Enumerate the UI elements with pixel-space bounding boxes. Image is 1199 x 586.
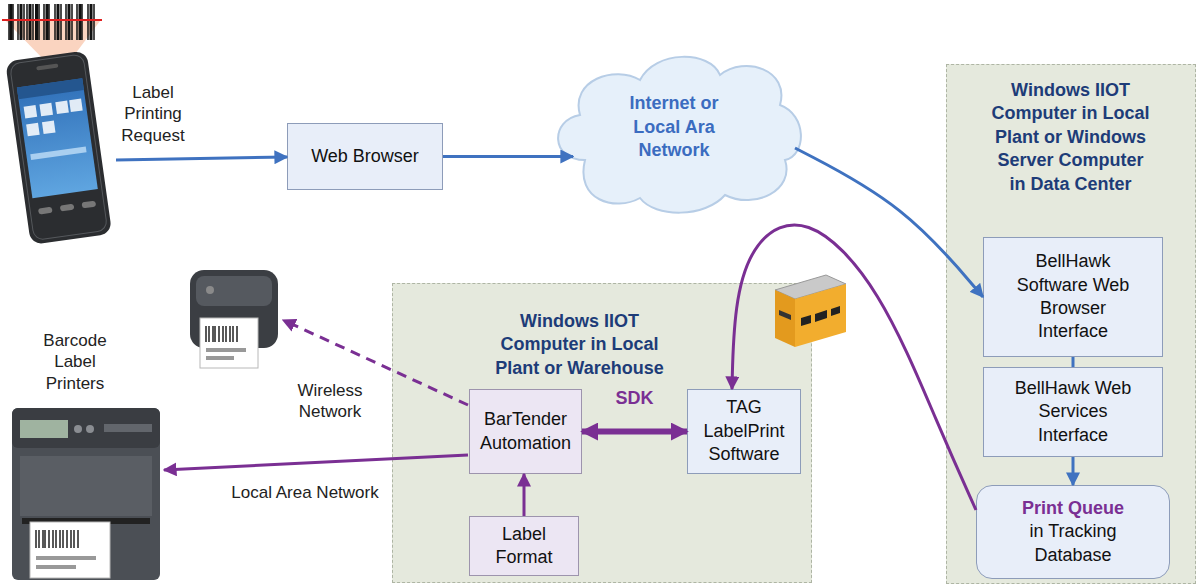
phone-rim — [10, 54, 108, 241]
network-label: Local Area Network — [205, 482, 405, 503]
app-icon — [55, 101, 69, 115]
text-holder: BellHawk Web Services Interface — [1008, 377, 1138, 447]
pc-side — [795, 284, 846, 347]
box-label: BarTender Automation — [476, 408, 576, 455]
box-label: BellHawk Web Services Interface — [1008, 377, 1138, 447]
connector — [523, 474, 526, 516]
process-box: BellHawk Web Services Interface — [983, 367, 1163, 457]
app-icon — [42, 121, 56, 135]
panel-heading: Windows IIOT Computer in Local Plant or … — [492, 310, 667, 380]
connector — [795, 148, 983, 297]
connector — [582, 429, 687, 435]
handheld-scanner — [5, 50, 112, 245]
phone-button — [82, 201, 97, 209]
box-label: TAG LabelPrint Software — [694, 396, 794, 466]
network-label: Wireless Network — [290, 380, 370, 423]
pc-port — [815, 310, 827, 322]
barcode-scan — [2, 4, 102, 66]
printer-display — [20, 420, 68, 438]
format-box: Label Format — [469, 516, 579, 576]
lan-link — [164, 455, 468, 470]
phone-button — [60, 204, 75, 212]
printer-body — [190, 270, 278, 348]
printer-button — [74, 425, 82, 433]
app-icon — [24, 105, 38, 119]
panel-heading: Windows IIOT Computer in Local Plant or … — [990, 79, 1152, 196]
printer-cover — [20, 456, 152, 516]
text-holder: BellHawk Software Web Browser Interface — [1008, 250, 1138, 344]
printer-lid — [196, 276, 272, 306]
screen-bar — [30, 146, 86, 160]
computer-panel: Windows IIOT Computer in Local Plant or … — [946, 64, 1196, 584]
printer-logo — [206, 286, 214, 294]
printer-top — [12, 408, 160, 448]
pc-port — [779, 310, 791, 320]
barcode-bars — [9, 4, 94, 40]
pc-port — [831, 306, 840, 316]
text-holder: Windows IIOT Computer in Local Plant or … — [990, 79, 1152, 196]
software-box: BarTender Automation — [469, 389, 582, 474]
box-label: in Tracking Database — [1008, 520, 1138, 567]
phone-status-bar — [17, 78, 84, 99]
browser-box: Web Browser — [287, 123, 443, 190]
label-line — [36, 556, 96, 560]
cloud-label: Internet or Local Ara Network — [619, 92, 729, 162]
network-cloud: Internet or Local Ara Network — [545, 40, 803, 215]
label-line — [206, 356, 234, 360]
connector — [1072, 357, 1075, 367]
queue-title: Print Queue — [1022, 497, 1124, 520]
request-label: Label Printing Request — [114, 82, 192, 146]
printed-label — [30, 522, 110, 578]
text-holder: TAG LabelPrint Software — [694, 396, 794, 466]
software-box: TAG LabelPrint Software — [687, 389, 801, 474]
desktop-printer — [12, 408, 160, 580]
cloud-outline — [558, 57, 801, 213]
process-box: BellHawk Software Web Browser Interface — [983, 237, 1163, 357]
phone-speaker — [36, 63, 58, 70]
text-holder: Windows IIOT Computer in Local Plant or … — [492, 310, 667, 380]
text-holder: Print Queuein Tracking Database — [1008, 497, 1138, 567]
phone-screen — [17, 78, 98, 198]
printer-body — [12, 408, 160, 580]
text-holder: Label Format — [482, 523, 566, 570]
box-label: BellHawk Software Web Browser Interface — [1008, 250, 1138, 344]
computer-panel: Windows IIOT Computer in Local Plant or … — [392, 283, 812, 583]
box-label: Web Browser — [311, 145, 419, 168]
label-barcode — [36, 530, 78, 548]
printer-button — [86, 425, 94, 433]
printed-label — [200, 318, 258, 368]
connector — [443, 155, 573, 158]
label-line — [36, 565, 76, 569]
phone-button — [38, 207, 53, 215]
barcode-bars — [11, 4, 91, 40]
request-arrow — [116, 157, 287, 160]
text-holder: Web Browser — [311, 145, 419, 168]
label-barcode — [206, 326, 237, 342]
pc-port — [801, 315, 811, 326]
laser-line — [2, 19, 102, 21]
box-label: Label Format — [482, 523, 566, 570]
printer-label: Barcode Label Printers — [37, 330, 113, 394]
mini-pc — [775, 275, 846, 347]
text-holder: Internet or Local Ara Network — [619, 92, 729, 162]
pc-top — [775, 275, 846, 299]
pc-front — [775, 290, 795, 347]
database-box: Print Queuein Tracking Database — [976, 485, 1170, 579]
portable-printer — [190, 270, 278, 368]
app-icon — [26, 123, 40, 137]
printer-badge — [104, 424, 152, 432]
connector — [732, 225, 976, 510]
phone-body — [5, 50, 112, 245]
app-icon — [39, 103, 53, 117]
text-holder: BarTender Automation — [476, 408, 576, 455]
printer-slot — [22, 518, 150, 524]
scan-beam — [6, 21, 100, 66]
label-line — [206, 348, 246, 352]
app-icon — [69, 99, 83, 113]
edge-label: SDK — [615, 388, 653, 410]
connector — [1072, 457, 1075, 485]
